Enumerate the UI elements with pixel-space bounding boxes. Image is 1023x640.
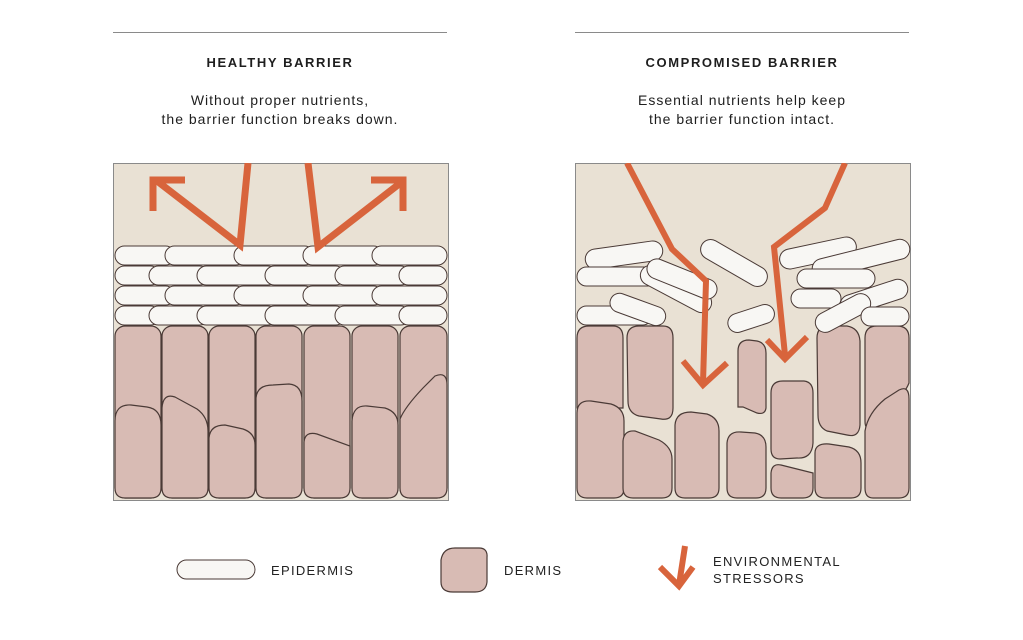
dermis-layer: [114, 325, 448, 499]
stressor-arrow-icon: [657, 545, 696, 591]
legend-epidermis-label: EPIDERMIS: [271, 563, 355, 578]
epidermis-layer: [114, 245, 448, 326]
legend-dermis-label: DERMIS: [504, 563, 563, 578]
legend-stressors-line-1: ENVIRONMENTAL: [713, 554, 841, 569]
healthy-subtitle-line-1: Without proper nutrients,: [190, 92, 370, 108]
right-divider-rule: [575, 32, 909, 33]
compromised-barrier-diagram: [575, 163, 911, 501]
penetrating-stressor-arrows: [624, 163, 848, 390]
dermis-layer: [576, 325, 910, 499]
healthy-subtitle-line-2: the barrier function breaks down.: [161, 111, 399, 127]
healthy-barrier-title: HEALTHY BARRIER: [206, 55, 354, 70]
legend-stressors-line-2: STRESSORS: [713, 571, 805, 586]
healthy-barrier-subtitle: Without proper nutrients, the barrier fu…: [113, 91, 447, 129]
compromised-subtitle-line-1: Essential nutrients help keep: [638, 92, 846, 108]
epidermis-layer: [576, 236, 911, 333]
legend-stressors-label: ENVIRONMENTAL STRESSORS: [713, 553, 841, 587]
epidermis-cell-icon: [176, 559, 256, 580]
left-divider-rule: [113, 32, 447, 33]
compromised-barrier-title: COMPROMISED BARRIER: [645, 55, 839, 70]
compromised-subtitle-line-2: the barrier function intact.: [649, 111, 835, 127]
reflected-stressor-arrows: [149, 163, 407, 254]
compromised-barrier-subtitle: Essential nutrients help keep the barrie…: [575, 91, 909, 129]
dermis-cell-icon: [440, 547, 488, 593]
healthy-barrier-diagram: [113, 163, 449, 501]
